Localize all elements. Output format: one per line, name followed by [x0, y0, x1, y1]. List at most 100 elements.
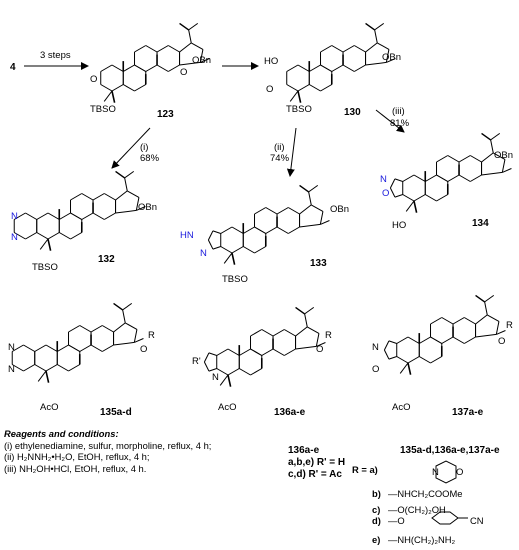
- o-isox-137: O: [372, 364, 379, 375]
- ring-A: [216, 368, 229, 376]
- compound-133-label: 133: [310, 258, 327, 269]
- ring-D: [156, 64, 169, 72]
- ring-C: [261, 329, 274, 337]
- c4-methyl: [111, 90, 116, 103]
- ring-A: [402, 194, 415, 202]
- o-135: O: [140, 344, 147, 355]
- ring-D: [458, 155, 471, 163]
- n-bottom-132: N: [11, 232, 18, 243]
- ring-C: [134, 64, 147, 72]
- ring-A: [220, 246, 233, 254]
- c4-methyl: [231, 252, 236, 265]
- ring-A: [227, 348, 240, 356]
- ring-C: [436, 174, 449, 182]
- ring-E: [385, 49, 390, 63]
- ring-C: [265, 226, 278, 234]
- isopropenyl-methyl: [188, 22, 199, 31]
- ring-E: [179, 61, 201, 66]
- molecule-136: [203, 306, 326, 387]
- ring-E: [191, 42, 204, 50]
- aco-137: AcO: [392, 402, 410, 413]
- ring-B: [70, 232, 83, 240]
- condition-i: (i) ethylenediamine, sulfur, morpholine,…: [4, 439, 212, 451]
- fused-5ring: [203, 361, 210, 372]
- ring-E: [133, 329, 138, 343]
- ring-A: [34, 344, 47, 352]
- fused-pyrazine: [11, 344, 24, 352]
- ring-B: [419, 336, 431, 344]
- arrow-3-steps-label: 3 steps: [40, 50, 71, 61]
- isopropenyl-double: [295, 306, 306, 315]
- fused-5ring: [208, 368, 217, 372]
- ring-B: [68, 364, 81, 372]
- ketone-o-123: O: [90, 74, 97, 85]
- isopropenyl-methyl: [122, 302, 133, 311]
- isopropenyl-double: [481, 132, 492, 141]
- ring-D: [354, 64, 366, 72]
- isopropenyl-bond: [188, 29, 192, 43]
- ring-A: [297, 84, 310, 92]
- arrow-i: [111, 127, 151, 169]
- fused-5ring: [207, 239, 214, 250]
- c4-substituent: [405, 200, 415, 212]
- fused-pyrazine: [23, 344, 35, 352]
- ring-C: [331, 45, 344, 53]
- carbonyl-o-123: O: [180, 67, 187, 78]
- compound-4-label: 4: [10, 62, 16, 73]
- r-group-e: e)—NH(CH₂)₂NH₂: [372, 534, 455, 545]
- ring-D: [276, 226, 289, 234]
- morpholine-ring: [435, 460, 457, 484]
- ring-C: [261, 348, 274, 356]
- ring-C: [320, 45, 333, 53]
- arrow-ii-label: (ii): [274, 142, 285, 153]
- fused-5ring: [207, 230, 214, 241]
- fused-5ring: [388, 340, 397, 344]
- ring-E: [307, 326, 320, 334]
- ho-130: HO: [264, 56, 278, 67]
- ring-E: [493, 152, 506, 160]
- ring-E: [295, 345, 317, 350]
- ring-D: [288, 207, 300, 215]
- r-group-d-key: d): [372, 515, 381, 526]
- benzene-ring: [431, 511, 468, 525]
- ring-E: [475, 333, 497, 338]
- ring-C: [145, 45, 158, 53]
- hn-133: HN: [180, 230, 194, 241]
- compound-132-label: 132: [98, 254, 115, 265]
- label-136-cd: c,d) R' = Ac: [288, 469, 342, 480]
- c4-methyl: [47, 238, 52, 251]
- fused-5ring: [394, 178, 403, 182]
- ring-D: [102, 325, 114, 333]
- n-136: N: [212, 372, 219, 383]
- arrow-ii-yield: 74%: [270, 153, 290, 164]
- tbso-132: TBSO: [32, 262, 58, 273]
- ring-D: [272, 348, 285, 356]
- ring-A: [100, 84, 113, 92]
- ring-A: [100, 64, 113, 72]
- ring-A: [286, 84, 299, 92]
- obn-133: OBn: [330, 204, 349, 215]
- ring-C: [265, 207, 278, 215]
- c4-methyl: [407, 362, 412, 375]
- morpholine-o: O: [456, 467, 463, 478]
- ring-C: [70, 212, 83, 220]
- ring-E: [115, 190, 128, 201]
- n-top-132: N: [11, 211, 18, 222]
- ring-E: [299, 204, 312, 215]
- n-137: N: [372, 342, 379, 353]
- arrow-iii-yield: 81%: [390, 118, 410, 129]
- r-group-c-value: —O(CH₂)₂OH: [388, 504, 446, 515]
- ring-D: [342, 45, 355, 53]
- ring-C: [81, 212, 94, 220]
- ring-D: [452, 336, 465, 344]
- molecule-123: [100, 22, 210, 103]
- ring-A: [216, 348, 229, 356]
- c4-substituent: [219, 374, 229, 386]
- isopropenyl-methyl: [374, 22, 385, 31]
- ring-B: [59, 232, 71, 240]
- ring-A: [227, 368, 240, 376]
- arrow-iii-label: (iii): [392, 106, 405, 117]
- ring-B: [123, 84, 135, 92]
- o-136: O: [316, 344, 323, 355]
